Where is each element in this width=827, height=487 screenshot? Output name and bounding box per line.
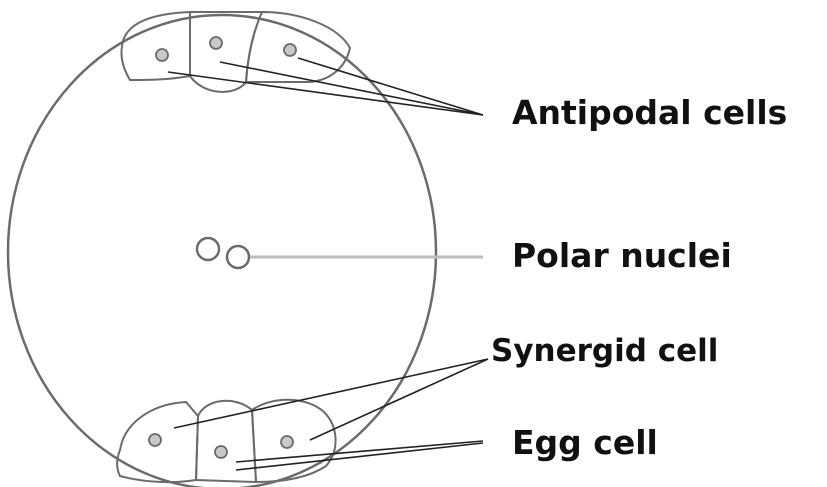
polar-nucleus-left — [197, 238, 219, 260]
egg-pointer-upper — [236, 441, 483, 462]
egg-nucleus — [215, 446, 227, 458]
antipodal-pointer-middle — [220, 62, 483, 115]
antipodal-nucleus-middle — [210, 37, 222, 49]
egg-pointer-lower — [236, 443, 483, 470]
antipodal-cell-right — [246, 12, 350, 82]
egg-cell — [196, 401, 256, 482]
synergid-nucleus-left — [149, 434, 161, 446]
embryo-sac-outline — [8, 15, 436, 487]
polar-nuclei-label: Polar nuclei — [512, 239, 732, 272]
egg-pointer-lines — [236, 441, 483, 470]
antipodal-cell-left — [121, 12, 190, 80]
antipodal-cell-group — [121, 12, 350, 92]
antipodal-nucleus-right — [284, 44, 296, 56]
antipodal-nuclei — [156, 37, 296, 61]
polar-nuclei — [197, 238, 249, 268]
polar-nucleus-right — [227, 246, 249, 268]
synergid-pointer-right — [310, 359, 488, 440]
synergid-nucleus-right — [281, 436, 293, 448]
antipodal-pointer-lines — [168, 58, 483, 115]
egg-cell-label: Egg cell — [512, 426, 658, 459]
egg-apparatus-nuclei — [149, 434, 293, 458]
synergid-pointer-lines — [174, 359, 488, 440]
antipodal-cells-label: Antipodal cells — [512, 96, 787, 129]
antipodal-nucleus-left — [156, 49, 168, 61]
synergid-pointer-left — [174, 359, 488, 428]
synergid-cell-label: Synergid cell — [491, 336, 718, 367]
